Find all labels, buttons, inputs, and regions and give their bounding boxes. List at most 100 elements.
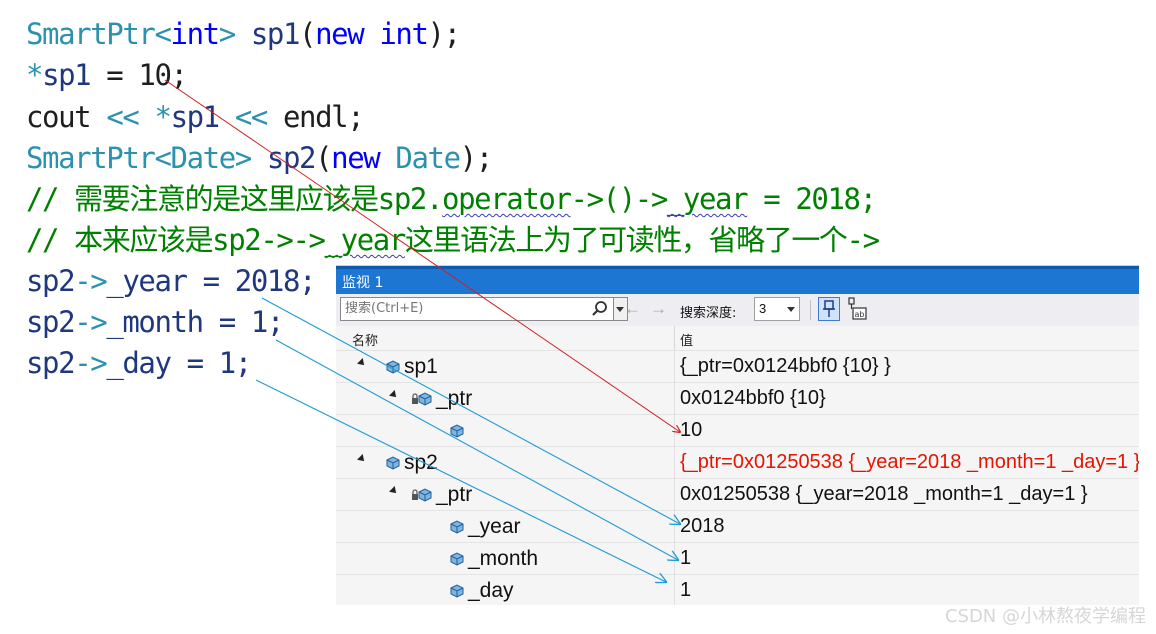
code-token: = 2018; xyxy=(747,182,877,216)
watch-row-value[interactable]: 2018 xyxy=(680,515,725,537)
code-token: int xyxy=(170,17,221,51)
locked-field-icon xyxy=(412,488,432,502)
code-token xyxy=(363,17,379,51)
locked-field-icon xyxy=(412,392,432,406)
code-line: SmartPtr<Date> sp2(new Date); xyxy=(26,141,494,175)
code-token: sp2 xyxy=(26,305,76,339)
search-input[interactable] xyxy=(345,301,575,316)
code-token: cout xyxy=(26,100,107,134)
hex-display-icon: ab xyxy=(848,297,867,320)
code-line: cout << *sp1 << endl; xyxy=(26,100,365,134)
code-token: operator xyxy=(442,182,572,216)
object-field-icon xyxy=(386,360,400,374)
search-box[interactable] xyxy=(340,297,614,321)
code-token xyxy=(379,141,395,175)
code-token: SmartPtr xyxy=(26,17,156,51)
row-column-divider xyxy=(674,543,675,575)
code-token: Date xyxy=(395,141,461,175)
watch-title: 监视 1 xyxy=(342,275,384,291)
code-line: sp2->_month = 1; xyxy=(26,305,284,339)
code-token: ; xyxy=(347,100,364,134)
watch-row-name: _year xyxy=(468,515,521,538)
code-token: sp2 xyxy=(26,264,76,298)
code-line: SmartPtr<int> sp1(new int); xyxy=(26,17,462,51)
code-token: _year = 2018; xyxy=(106,264,316,298)
code-token: SmartPtr xyxy=(26,141,156,175)
watch-row-name: _month xyxy=(468,547,539,570)
code-token: endl xyxy=(283,100,349,134)
code-token: ); xyxy=(459,141,494,175)
watch-row[interactable]: _year 2018 xyxy=(336,511,1139,543)
watch-row[interactable]: sp1{_ptr=0x0124bbf0 {10} } xyxy=(336,351,1139,383)
code-token: ); xyxy=(427,17,462,51)
column-value-header[interactable]: 值 xyxy=(680,334,694,349)
code-token: Date xyxy=(170,141,237,175)
watch-row-value[interactable]: 1 xyxy=(680,547,692,569)
watch-row-value[interactable]: 10 xyxy=(680,419,703,441)
forward-arrow-icon[interactable]: → xyxy=(650,299,667,318)
watch-row[interactable]: _ptr 0x0124bbf0 {10} xyxy=(336,383,1139,415)
code-token: > xyxy=(218,17,251,51)
code-token: _day = 1; xyxy=(106,346,252,380)
code-token: _year xyxy=(324,223,407,257)
svg-text:ab: ab xyxy=(855,310,865,319)
watch-row-value[interactable]: 0x01250538 {_year=2018 _month=1 _day=1 } xyxy=(680,483,1088,505)
code-token: // 本来应该是sp2->-> xyxy=(26,223,326,257)
chevron-down-icon xyxy=(787,307,795,312)
search-depth-select[interactable]: 3 xyxy=(754,297,800,321)
code-token: 这里语法上为了可读性，省略了一个-> xyxy=(404,223,880,257)
pin-button[interactable] xyxy=(818,297,840,321)
chevron-down-icon xyxy=(616,307,624,312)
code-token: << xyxy=(106,100,155,134)
watch-row[interactable]: 10 xyxy=(336,415,1139,447)
code-token: ( xyxy=(299,17,316,51)
search-depth-value: 3 xyxy=(759,301,767,316)
back-arrow-icon[interactable]: ← xyxy=(624,299,641,318)
code-token: ( xyxy=(315,141,332,175)
code-token: ->()-> xyxy=(570,182,669,216)
column-name-header[interactable]: 名称 xyxy=(352,334,379,349)
code-token: > xyxy=(234,141,267,175)
watch-window: 监视 1 ← → 搜索深度: 3 xyxy=(336,265,1139,605)
code-token: << xyxy=(234,100,283,134)
code-token: _year xyxy=(666,182,749,216)
watch-row-name: sp2 xyxy=(404,451,438,474)
watch-row[interactable]: _month 1 xyxy=(336,543,1139,575)
watch-row[interactable]: sp2 {_ptr=0x01250538 {_year=2018 _month=1… xyxy=(336,447,1139,479)
object-field-icon xyxy=(386,456,400,470)
code-token: _month = 1; xyxy=(106,305,284,339)
column-divider[interactable] xyxy=(674,326,675,350)
code-token: // 需要注意的是这里应该是sp2. xyxy=(26,182,443,216)
watch-row-value[interactable]: 0x0124bbf0 {10} xyxy=(680,387,826,409)
watch-row-value[interactable]: 1 xyxy=(680,579,692,601)
row-column-divider xyxy=(674,479,675,511)
row-column-divider xyxy=(674,511,675,543)
expand-toggle-icon[interactable] xyxy=(357,358,367,368)
watch-titlebar[interactable]: 监视 1 xyxy=(336,266,1139,294)
expand-toggle-icon[interactable] xyxy=(357,454,367,464)
code-token xyxy=(219,100,235,134)
watch-row-name: _ptr xyxy=(436,387,473,410)
code-line: *sp1 = 10; xyxy=(26,58,188,92)
code-token: sp1 xyxy=(42,58,92,92)
search-icon[interactable] xyxy=(591,300,609,318)
watch-toolbar: ← → 搜索深度: 3 ab xyxy=(336,294,1139,326)
code-token: < xyxy=(154,17,171,51)
hex-display-button[interactable]: ab xyxy=(844,297,868,321)
expand-toggle-icon[interactable] xyxy=(389,390,399,400)
watermark: CSDN @小林熬夜学编程 xyxy=(944,606,1146,627)
code-line: sp2->_day = 1; xyxy=(26,346,252,380)
row-column-divider xyxy=(674,575,675,605)
row-column-divider xyxy=(674,383,675,415)
code-token: sp1 xyxy=(170,100,221,134)
watch-column-header: 名称 值 xyxy=(336,326,1139,351)
watch-row-value[interactable]: {_ptr=0x0124bbf0 {10} } xyxy=(680,355,891,377)
code-token: new xyxy=(315,17,365,51)
code-token: * xyxy=(154,100,172,134)
code-line: // 需要注意的是这里应该是sp2.operator->()->_year = … xyxy=(26,182,877,216)
expand-toggle-icon[interactable] xyxy=(389,486,399,496)
search-depth-label: 搜索深度: xyxy=(680,306,737,321)
watch-row-value[interactable]: {_ptr=0x01250538 {_year=2018 _month=1 _d… xyxy=(680,451,1139,473)
